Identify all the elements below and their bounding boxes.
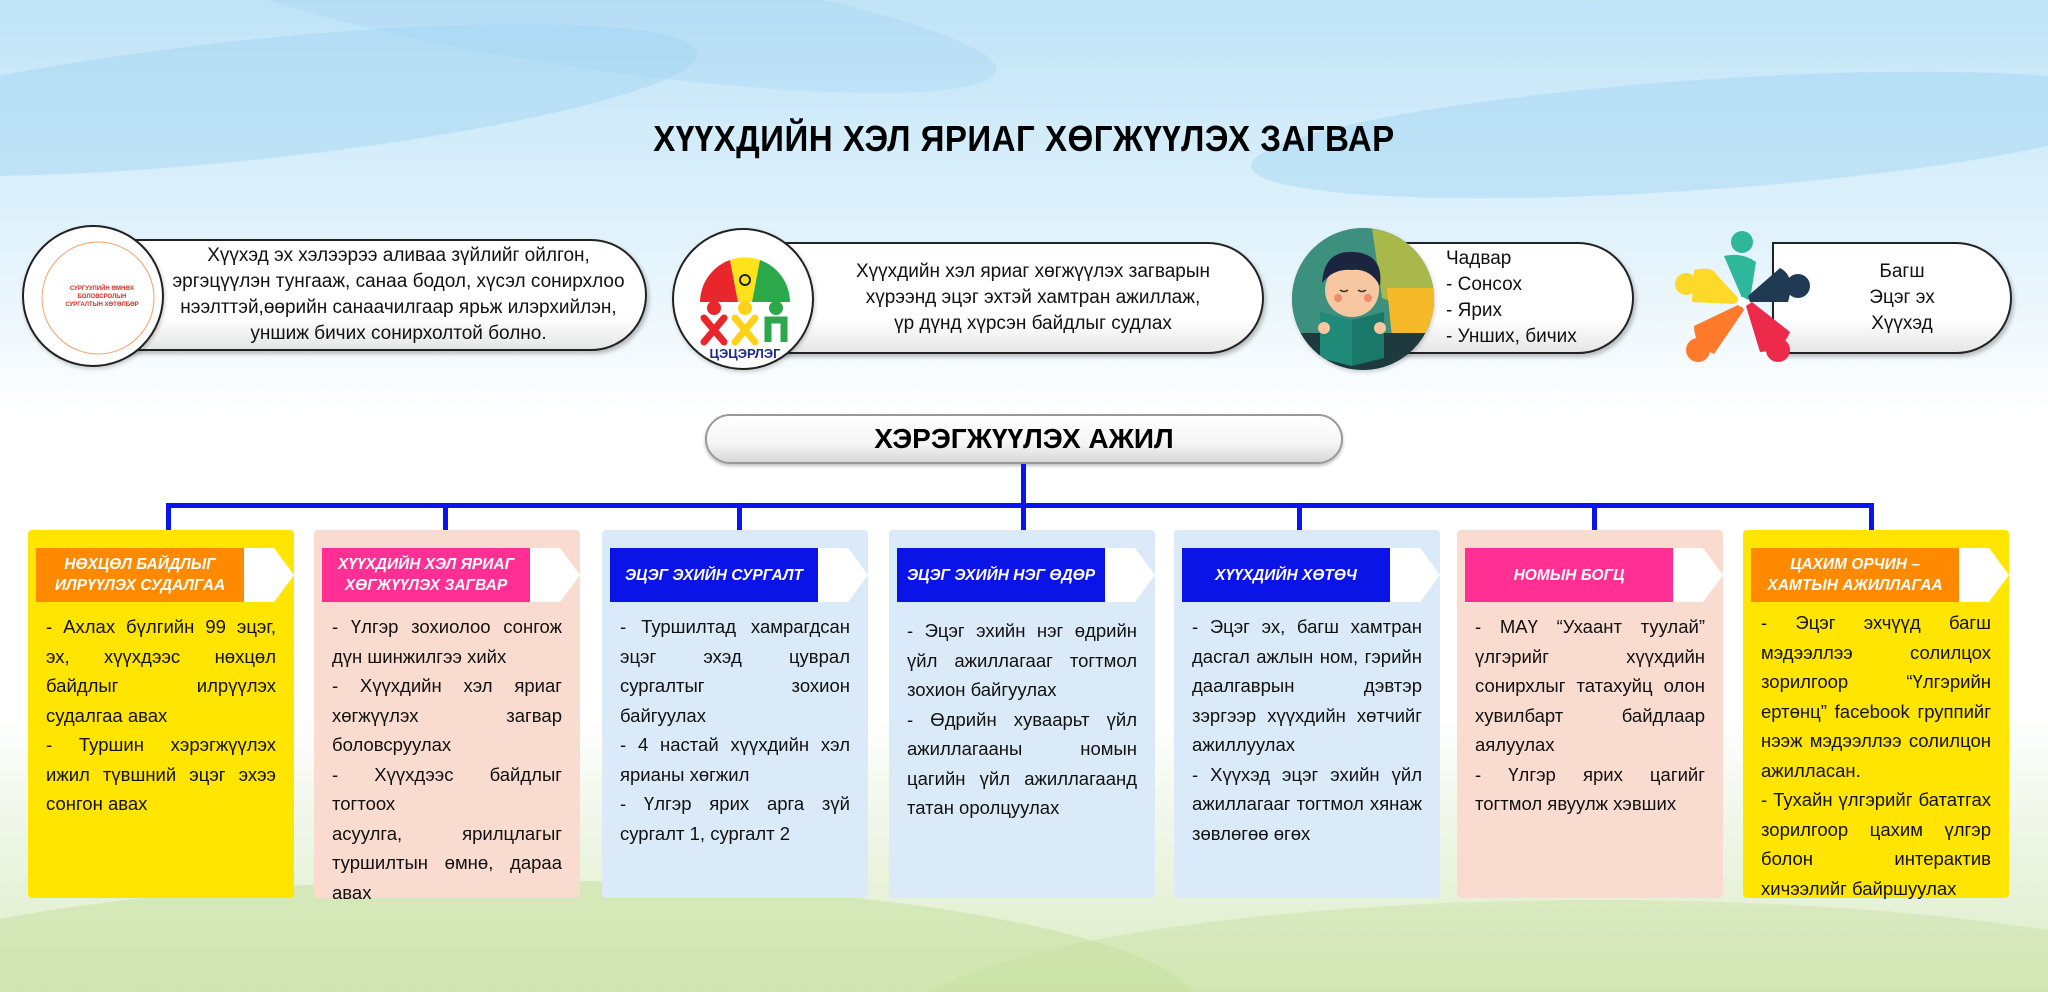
card-item: - Тухайн үлгэрийг бататгах зорилгоор цах… (1761, 789, 1991, 899)
card-heading-label: ХҮҮХДИЙН ХӨТӨЧ (1182, 548, 1390, 602)
arrow-right-icon (1390, 548, 1440, 602)
banner-line: хүрээнд эцэг эхтэй хамтран ажиллаж, (865, 287, 1201, 308)
card-heading: ЭЦЭГ ЭХИЙН НЭГ ӨДӨР (897, 548, 1155, 602)
implementation-label: ХЭРЭГЖҮҮЛЭХ АЖИЛ (705, 414, 1343, 464)
skill-item: - Ярих (1446, 300, 1503, 321)
participant-child: Хүүхэд (1871, 313, 1933, 334)
banner-curriculum: Хүүхэд эх хэлээрээ аливаа зүйлийг ойлгон… (22, 225, 647, 367)
banner-text-box: Багш Эцэг эх Хүүхэд (1772, 242, 2012, 354)
banner-line: Хүүхэд эх хэлээрээ аливаа зүйлийг ойлгон… (207, 245, 590, 266)
card-item: - МАҮ “Ухаант туулай” үлгэрийг хүүхдийн … (1475, 616, 1705, 755)
card-item: - Өдрийн хуваарьт үйл ажиллагааны номын … (907, 708, 1137, 819)
banner-participants: Багш Эцэг эх Хүүхэд (1672, 228, 2012, 362)
connector-branch (1021, 503, 1026, 530)
connector-trunk (1021, 464, 1026, 506)
card-parent-training: ЭЦЭГ ЭХИЙН СУРГАЛТ - Туршилтад хамрагдса… (602, 530, 868, 898)
participant-parents: Эцэг эх (1869, 287, 1935, 308)
card-child-guide: ХҮҮХДИЙН ХӨТӨЧ - Эцэг эх, багш хамтран д… (1174, 530, 1440, 898)
card-heading-label: ЭЦЭГ ЭХИЙН СУРГАЛТ (610, 548, 818, 602)
card-heading-label: ХҮҮХДИЙН ХЭЛ ЯРИАГ ХӨГЖҮҮЛЭХ ЗАГВАР (322, 548, 530, 602)
orange-arc-icon (29, 233, 155, 363)
banner-skills: Чадвар - Сонсох - Ярих - Унших, бичих (1292, 228, 1634, 370)
card-item: - Хүүхэд эцэг эхийн үйл ажиллагааг тогтм… (1192, 763, 1422, 844)
card-book-set: НОМЫН БОГЦ - МАҮ “Ухаант туулай” үлгэрий… (1457, 530, 1723, 898)
card-body: - Эцэг эхчүүд багш мэдээллээ солилцох зо… (1761, 608, 1991, 903)
banner-text-box: Хүүхэд эх хэлээрээ аливаа зүйлийг ойлгон… (122, 239, 647, 351)
card-heading-label: НӨХЦӨЛ БАЙДЛЫГ ИЛРҮҮЛЭХ СУДАЛГАА (36, 548, 244, 602)
card-heading: ЦАХИМ ОРЧИН – ХАМТЫН АЖИЛЛАГАА (1751, 548, 2009, 602)
connector-branch (737, 503, 742, 530)
card-body: - Эцэг эхийн нэг өдрийн үйл ажиллагааг т… (907, 616, 1137, 823)
banner-line: Хүүхдийн хэл яриаг хөгжүүлэх загварын (855, 261, 1211, 282)
card-item: - Үлгэр ярих цагийг тогтмол явуулж хэвши… (1475, 763, 1705, 815)
arrow-right-icon (1673, 548, 1723, 602)
reading-child-illustration (1292, 228, 1434, 370)
skill-item: - Сонсох (1446, 274, 1522, 295)
curriculum-logo-text: СУРГУУЛИЙН ӨМНӨХ БОЛОВСРОЛЫН СУРГАЛТЫН Х… (65, 286, 139, 308)
grass-hill-decoration (900, 900, 2048, 992)
card-parent-day: ЭЦЭГ ЭХИЙН НЭГ ӨДӨР - Эцэг эхийн нэг өдр… (889, 530, 1155, 898)
card-heading: НӨХЦӨЛ БАЙДЛЫГ ИЛРҮҮЛЭХ СУДАЛГАА (36, 548, 294, 602)
banner-line: эргэцүүлэн тунгааж, санаа бодол, хүсэл с… (172, 271, 625, 292)
connector-branch (166, 503, 171, 530)
card-digital-collaboration: ЦАХИМ ОРЧИН – ХАМТЫН АЖИЛЛАГАА - Эцэг эх… (1743, 530, 2009, 899)
card-situation-survey: НӨХЦӨЛ БАЙДЛЫГ ИЛРҮҮЛЭХ СУДАЛГАА - Ахлах… (28, 530, 294, 898)
kindergarten-logo: ЦЭЦЭРЛЭГ (672, 228, 814, 370)
card-heading: ЭЦЭГ ЭХИЙН СУРГАЛТ (610, 548, 868, 602)
card-body: - Үлгэр зохиолоо сонгож дүн шинжилгээ хи… (332, 612, 562, 907)
card-heading: ХҮҮХДИЙН ХӨТӨЧ (1182, 548, 1440, 602)
teamwork-icon (1672, 228, 1812, 368)
banner-line: нээлттэй,өөрийн санаачилгаар ярьж илэрхи… (180, 297, 617, 318)
connector-horizontal (166, 503, 1874, 508)
card-item: - Туршилтад хамрагдсан эцэг эхэд цуврал … (620, 616, 850, 726)
connector-branch (1869, 503, 1874, 530)
card-item: - Ахлах бүлгийн 99 эцэг, эх, хүүхдээс нө… (46, 616, 276, 726)
card-heading: ХҮҮХДИЙН ХЭЛ ЯРИАГ ХӨГЖҮҮЛЭХ ЗАГВАР (322, 548, 580, 602)
connector-branch (1297, 503, 1302, 530)
skills-heading: Чадвар (1446, 248, 1512, 269)
participant-teacher: Багш (1879, 261, 1925, 282)
card-item: - Үлгэр зохиолоо сонгож дүн шинжилгээ хи… (332, 616, 562, 667)
connector-branch (443, 503, 448, 530)
card-item: - Хүүхдийн хэл яриаг хөгжүүлэх загвар бо… (332, 675, 562, 755)
card-heading-label: ЭЦЭГ ЭХИЙН НЭГ ӨДӨР (897, 548, 1105, 602)
arrow-right-icon (1105, 548, 1155, 602)
card-item: - Туршин хэрэгжүүлэх ижил түвшний эцэг э… (46, 734, 276, 814)
svg-text:ЦЭЦЭРЛЭГ: ЦЭЦЭРЛЭГ (709, 346, 781, 361)
card-item: - Хүүхдээс байдлыг тогтоох (332, 763, 562, 815)
child-reading-book-icon (1292, 228, 1434, 370)
card-item: - Эцэг эх, багш хамтран дасгал ажлын ном… (1192, 616, 1422, 755)
card-body: - МАҮ “Ухаант туулай” үлгэрийг хүүхдийн … (1475, 612, 1705, 819)
banner-kindergarten: Хүүхдийн хэл яриаг хөгжүүлэх загварын хү… (672, 228, 1264, 370)
connector-branch (1592, 503, 1597, 530)
card-heading-label: ЦАХИМ ОРЧИН – ХАМТЫН АЖИЛЛАГАА (1751, 548, 1959, 602)
card-item: асуулга, ярилцлагыг туршилтын өмнө, дара… (332, 822, 562, 903)
card-item: - Эцэг эхчүүд багш мэдээллээ солилцох зо… (1761, 612, 1991, 781)
arrow-right-icon (818, 548, 868, 602)
card-item: - Эцэг эхийн нэг өдрийн үйл ажиллагааг т… (907, 620, 1137, 700)
card-heading: НОМЫН БОГЦ (1465, 548, 1723, 602)
skill-item: - Унших, бичих (1446, 326, 1577, 347)
banner-line: үр дүнд хүрсэн байдлыг судлах (894, 313, 1172, 334)
banner-text-box: Хүүхдийн хэл яриаг хөгжүүлэх загварын хү… (772, 242, 1264, 354)
arrow-right-icon (244, 548, 294, 602)
arrow-right-icon (1959, 548, 2009, 602)
arrow-right-icon (530, 548, 580, 602)
card-item: - 4 настай хүүхдийн хэл ярианы хөгжил (620, 734, 850, 785)
card-body: - Эцэг эх, багш хамтран дасгал ажлын ном… (1192, 612, 1422, 848)
banner-line: уншиж бичих сонирхолтой болно. (250, 323, 547, 344)
card-heading-label: НОМЫН БОГЦ (1465, 548, 1673, 602)
card-language-model: ХҮҮХДИЙН ХЭЛ ЯРИАГ ХӨГЖҮҮЛЭХ ЗАГВАР - Үл… (314, 530, 580, 903)
curriculum-logo: СУРГУУЛИЙН ӨМНӨХ БОЛОВСРОЛЫН СУРГАЛТЫН Х… (22, 225, 164, 367)
umbrella-children-icon: ЦЭЦЭРЛЭГ (700, 257, 790, 361)
card-body: - Туршилтад хамрагдсан эцэг эхэд цуврал … (620, 612, 850, 848)
card-item: - Үлгэр ярих арга зүй сургалт 1, сургалт… (620, 793, 850, 844)
page-title: ХҮҮХДИЙН ХЭЛ ЯРИАГ ХӨГЖҮҮЛЭХ ЗАГВАР (653, 118, 1395, 159)
card-body: - Ахлах бүлгийн 99 эцэг, эх, хүүхдээс нө… (46, 612, 276, 819)
